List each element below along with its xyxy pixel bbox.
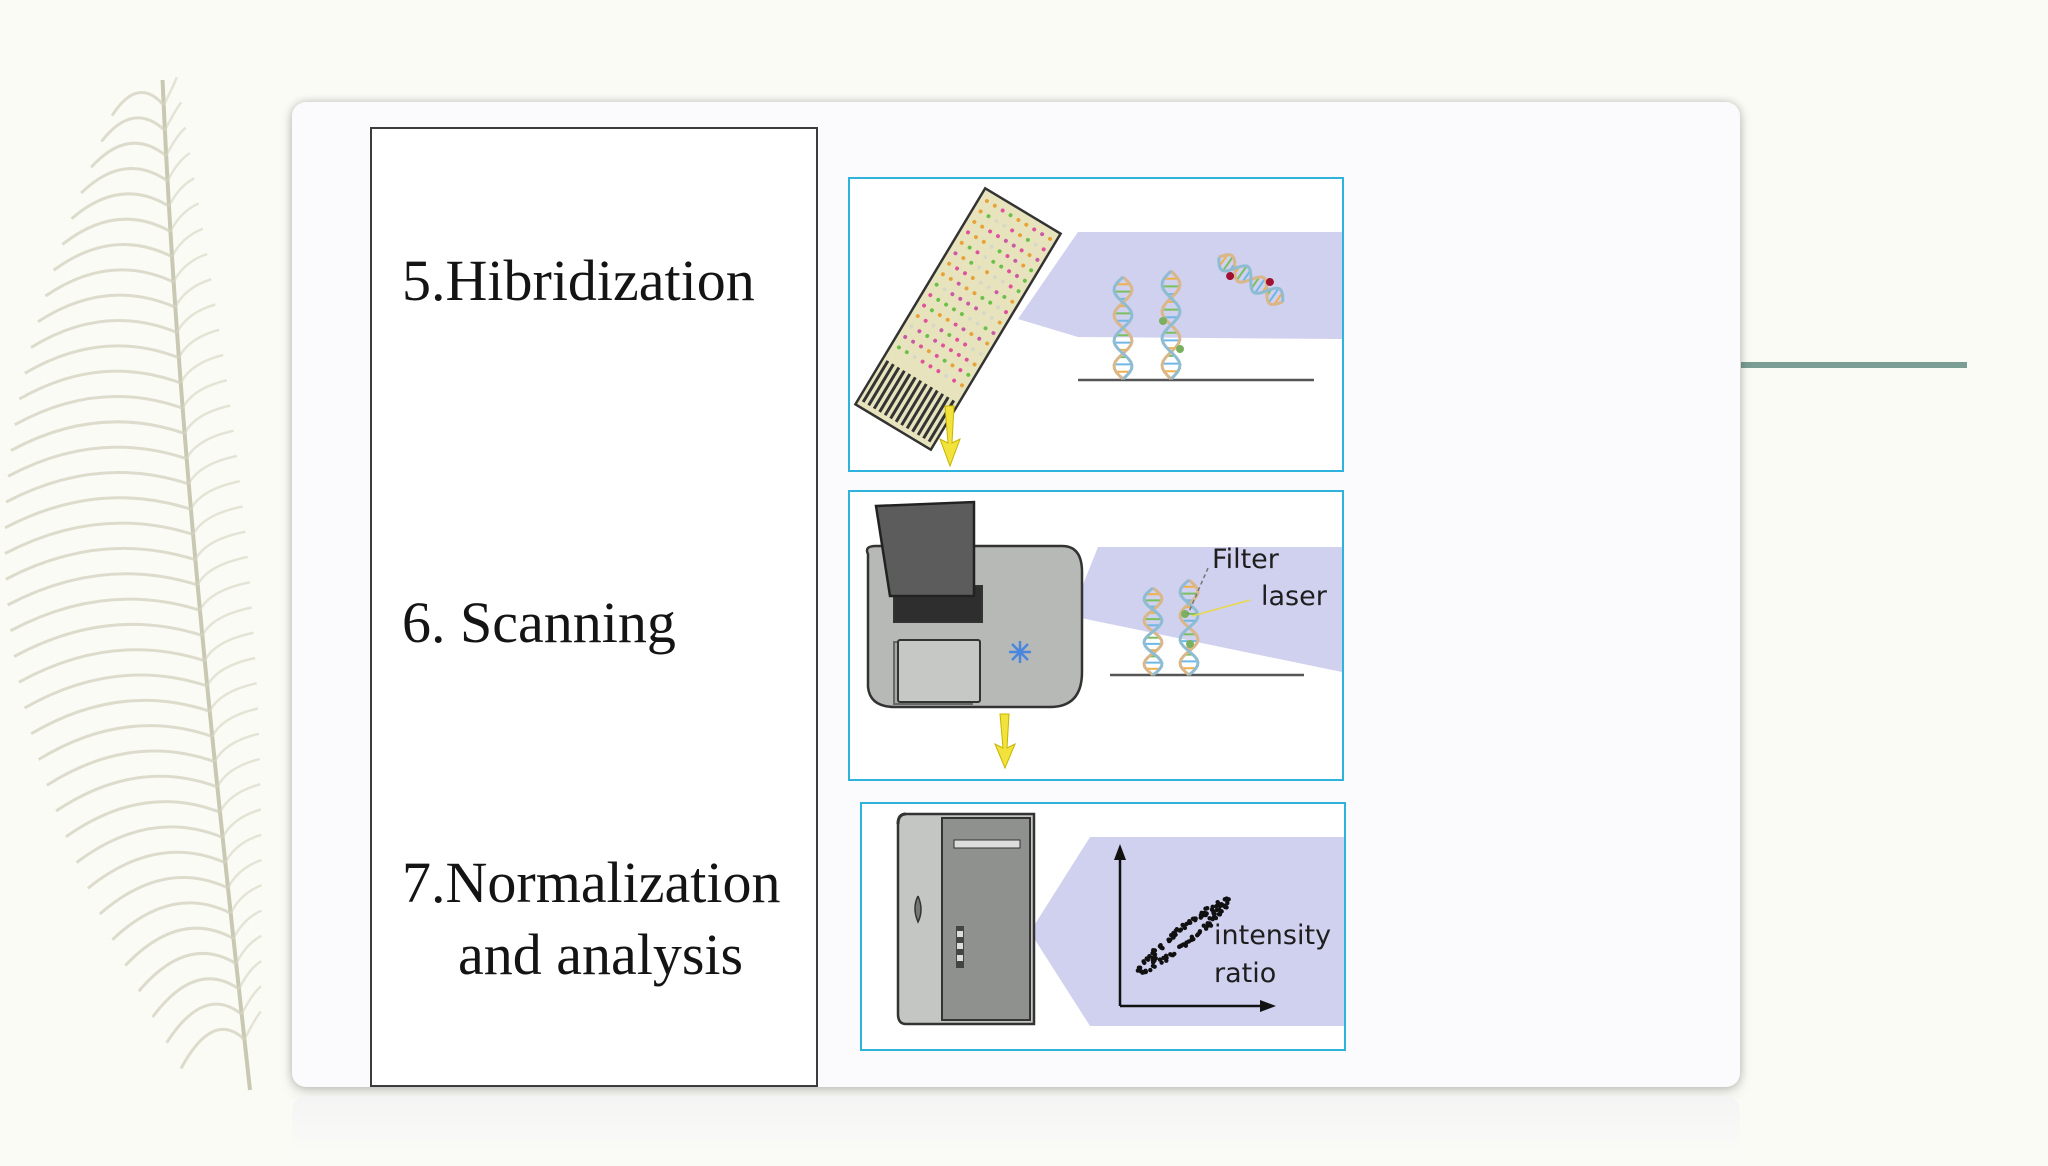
fern-leaflet — [55, 774, 218, 813]
dna-helix-icon — [1142, 586, 1164, 677]
fern-leaflet — [23, 673, 208, 710]
fern-leaflet — [86, 850, 226, 890]
step-label: 5.Hibridization — [402, 248, 755, 313]
fern-leaflet — [165, 1002, 243, 1044]
step-label-continued: and analysis — [458, 922, 744, 987]
dna-helix-icon — [1159, 269, 1184, 381]
dna-helix-icon — [1217, 253, 1285, 306]
laser-beam — [1191, 599, 1251, 617]
step-scanning: 6. Scanning — [402, 587, 812, 659]
fern-leaflet — [10, 420, 186, 452]
fern-leaflet — [151, 977, 240, 1018]
fern-leaflet — [70, 192, 170, 220]
fern-leaflet — [80, 167, 169, 195]
scanning-panel: Filter laser — [848, 490, 1344, 781]
fern-leaflet — [46, 749, 216, 787]
zoom-cone — [1030, 837, 1344, 1026]
fern-leaflet — [13, 622, 203, 658]
ratio-label: ratio — [1214, 958, 1276, 989]
fern-leaflet — [124, 926, 235, 967]
fern-leaflet — [90, 141, 168, 169]
fern-leaflet — [111, 901, 232, 941]
accent-line — [1741, 362, 1967, 368]
fern-leaflet — [30, 698, 211, 736]
step-label: 7.Normalization — [402, 850, 781, 915]
fern-leaflet — [18, 648, 206, 684]
fern-leaflet — [30, 319, 178, 349]
card-reflection — [292, 1096, 1740, 1166]
computer-tower-icon — [896, 812, 1036, 1026]
down-arrow-icon — [939, 405, 961, 468]
fern-leaflet — [4, 521, 194, 555]
scanner-icon — [865, 500, 1084, 709]
hybridization-panel — [848, 177, 1344, 472]
fern-leaflet — [4, 496, 192, 530]
intensity-label: intensity — [1214, 920, 1331, 951]
fern-leaflet — [9, 597, 201, 633]
step-label: 6. Scanning — [402, 590, 676, 655]
fern-leaflet — [52, 243, 173, 272]
step-normalization-analysis: 7.Normalization and analysis — [402, 847, 812, 991]
fern-leaflet — [98, 876, 229, 916]
dna-helix-icon — [1112, 275, 1134, 381]
fern-leaflet — [7, 445, 188, 478]
fern-leaflet — [179, 1028, 246, 1070]
fern-leaflet — [100, 116, 166, 143]
fern-decoration-icon — [4, 76, 263, 1091]
microarray-slide-icon — [853, 186, 1063, 452]
dna-helix-icon — [1178, 578, 1200, 677]
filter-label: Filter — [1212, 544, 1280, 575]
scatter-plot-icon — [1114, 844, 1276, 1012]
laser-label: laser — [1261, 581, 1328, 612]
fern-leaflet — [24, 344, 180, 375]
fern-leaflet — [37, 724, 213, 761]
fern-leaflet — [75, 825, 224, 864]
fern-leaflet — [5, 546, 196, 581]
fern-leaflet — [14, 395, 184, 427]
step-hybridization: 5.Hibridization — [402, 245, 812, 317]
fern-leaflet — [18, 369, 182, 401]
fern-leaflet — [137, 951, 237, 993]
analysis-panel: intensity ratio — [860, 802, 1346, 1051]
fern-leaflet — [65, 800, 221, 838]
steps-box: 5.Hibridization 6. Scanning 7.Normalizat… — [370, 127, 818, 1087]
fern-leaflet — [37, 293, 176, 324]
filter-line — [1187, 567, 1209, 615]
fern-leaflet — [6, 572, 199, 607]
zoom-cone — [1076, 547, 1342, 672]
fern-leaflet — [44, 268, 175, 298]
fern-leaflet — [110, 91, 165, 117]
down-arrow-icon — [994, 713, 1016, 770]
fern-leaflet — [61, 217, 172, 246]
fern-leaflet — [5, 471, 190, 504]
